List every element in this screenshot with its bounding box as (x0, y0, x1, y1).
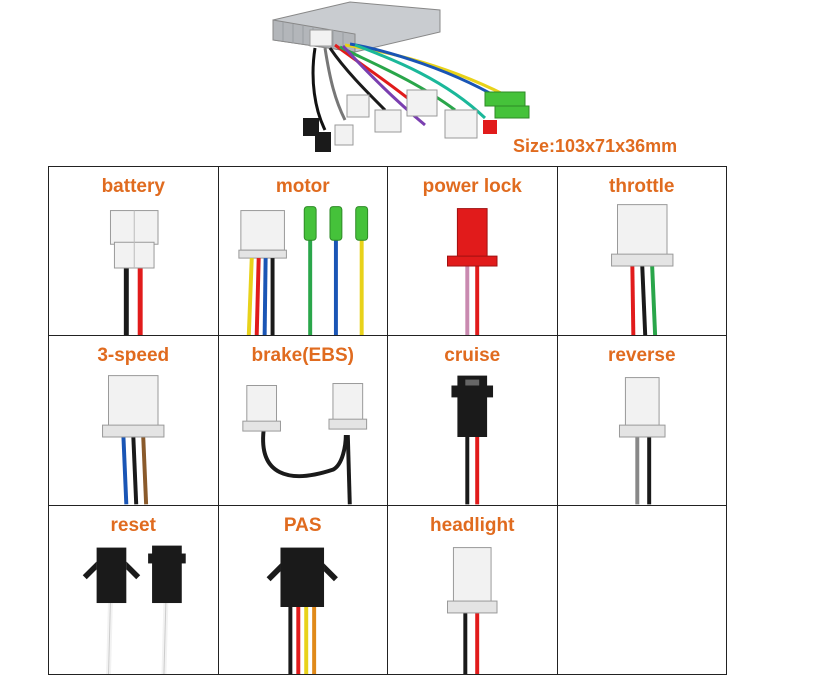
brake-connector-image (241, 383, 367, 505)
power-lock-connector-image (447, 208, 498, 336)
connector-label: battery (101, 176, 165, 197)
connector-label: motor (275, 176, 330, 197)
connector-cell-battery: battery (49, 167, 219, 337)
reset-connector-image (82, 545, 186, 674)
connector-cell-power-lock: power lock (388, 167, 558, 337)
size-label: Size:103x71x36mm (513, 136, 678, 156)
connector-label: 3-speed (97, 345, 170, 367)
connector-label: PAS (283, 514, 322, 536)
connector-cell-empty (557, 505, 727, 675)
connector-label: throttle (609, 176, 675, 197)
pas-connector-image (266, 547, 338, 674)
headlight-connector-image (447, 546, 498, 674)
3-speed-connector-image (102, 375, 165, 505)
connector-label: reverse (607, 345, 676, 367)
cruise-connector-image (451, 375, 494, 505)
connector-label: power lock (422, 176, 522, 197)
connector-cell-3-speed: 3-speed (49, 336, 219, 506)
connector-label: reset (110, 514, 156, 536)
connector-cell-brake: brake(EBS) (218, 336, 388, 506)
connector-cell-pas: PAS (218, 505, 388, 675)
connector-cell-throttle: throttle (557, 167, 727, 337)
motor-connector-image (237, 206, 368, 336)
connector-cell-reverse: reverse (557, 336, 727, 506)
connector-cell-cruise: cruise (388, 336, 558, 506)
battery-connector-image (109, 210, 159, 336)
connector-label: headlight (430, 514, 515, 536)
connector-cell-headlight: headlight (388, 505, 558, 675)
connector-grid: battery motor (48, 166, 727, 675)
controller-image (272, 1, 530, 152)
connector-cell-motor: motor (218, 167, 388, 337)
throttle-connector-image (610, 204, 673, 336)
reverse-connector-image (618, 377, 666, 505)
connector-cell-reset: reset (49, 505, 219, 675)
connector-label: brake(EBS) (251, 345, 354, 367)
connector-label: cruise (444, 345, 501, 367)
